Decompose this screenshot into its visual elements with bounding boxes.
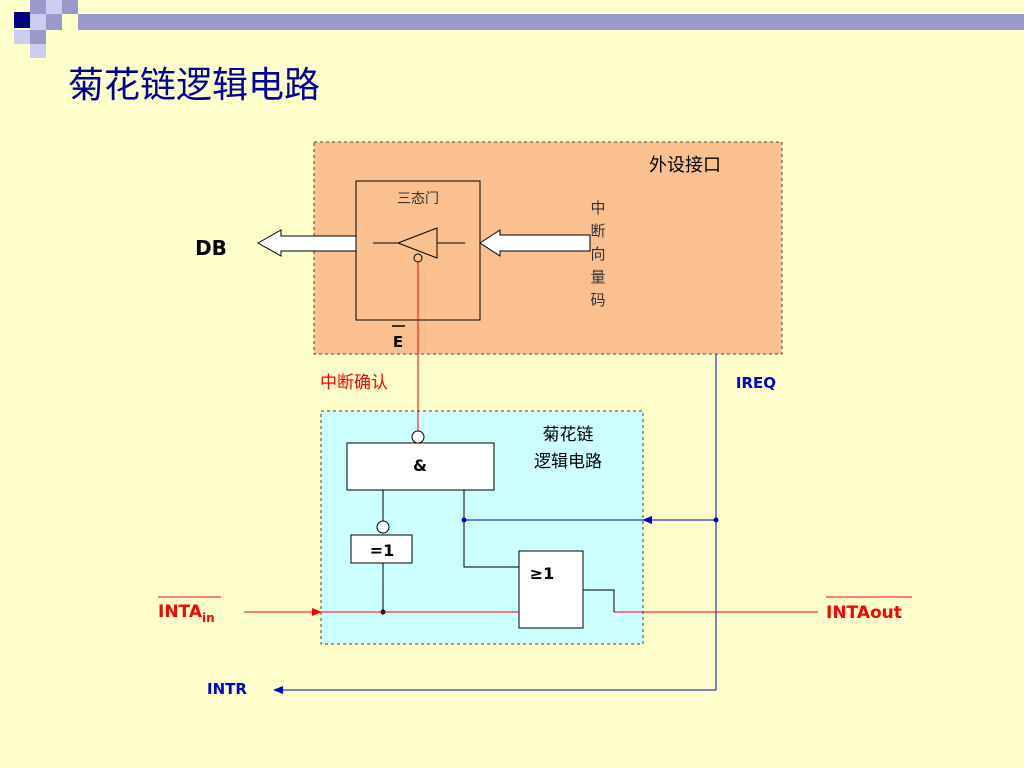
vector-input-arrow [479, 229, 591, 257]
vector-char-1: 中 [590, 199, 605, 217]
decor-square-7 [30, 30, 46, 44]
enable-label: E [393, 333, 403, 351]
db-label: DB [195, 236, 227, 260]
inta-in-main: INTA [158, 602, 203, 622]
buffer-output-bubble [376, 520, 390, 534]
ireq-inner-junction-dot [461, 517, 467, 523]
or-gate [518, 550, 584, 629]
ireq-to-or-wire [463, 490, 519, 568]
vector-char-2: 断 [590, 222, 605, 240]
interrupt-ack-label: 中断确认 [320, 373, 388, 393]
or-output-wire [583, 589, 615, 612]
inta-out-label: INTAout [826, 603, 902, 623]
decor-square-8 [30, 44, 46, 58]
vector-char-5: 码 [590, 291, 605, 309]
and-gate-label: & [413, 456, 427, 475]
decor-square-2 [46, 0, 62, 14]
decor-square-3 [62, 0, 78, 14]
vector-char-4: 量 [590, 268, 605, 286]
decor-square-4 [30, 14, 46, 30]
decor-square-5 [46, 14, 62, 30]
slide-title: 菊花链逻辑电路 [68, 65, 321, 106]
daisy-label-line1: 菊花链 [543, 425, 594, 445]
buffer-gate [350, 534, 413, 564]
inta-in-label: INTAin [158, 602, 215, 625]
vector-char-3: 向 [590, 245, 605, 263]
ireq-junction-dot [713, 517, 719, 523]
and-output-bubble [411, 430, 425, 444]
ireq-label: IREQ [736, 374, 776, 392]
buffer-gate-label: =1 [370, 541, 395, 560]
db-output-arrow [256, 229, 357, 257]
decor-square-6 [14, 30, 30, 44]
peripheral-label: 外设接口 [649, 155, 721, 176]
decor-square-navy [14, 12, 30, 28]
or-gate-label: ≥1 [530, 564, 555, 583]
tristate-buffer-symbol [396, 227, 438, 259]
and-gate [346, 442, 495, 491]
tristate-label: 三态门 [397, 191, 439, 207]
header-bar [78, 14, 1024, 30]
daisy-label-line2: 逻辑电路 [534, 452, 602, 472]
inta-in-subscript: in [202, 611, 215, 625]
intr-label: INTR [207, 680, 247, 698]
decor-square-1 [30, 0, 46, 14]
